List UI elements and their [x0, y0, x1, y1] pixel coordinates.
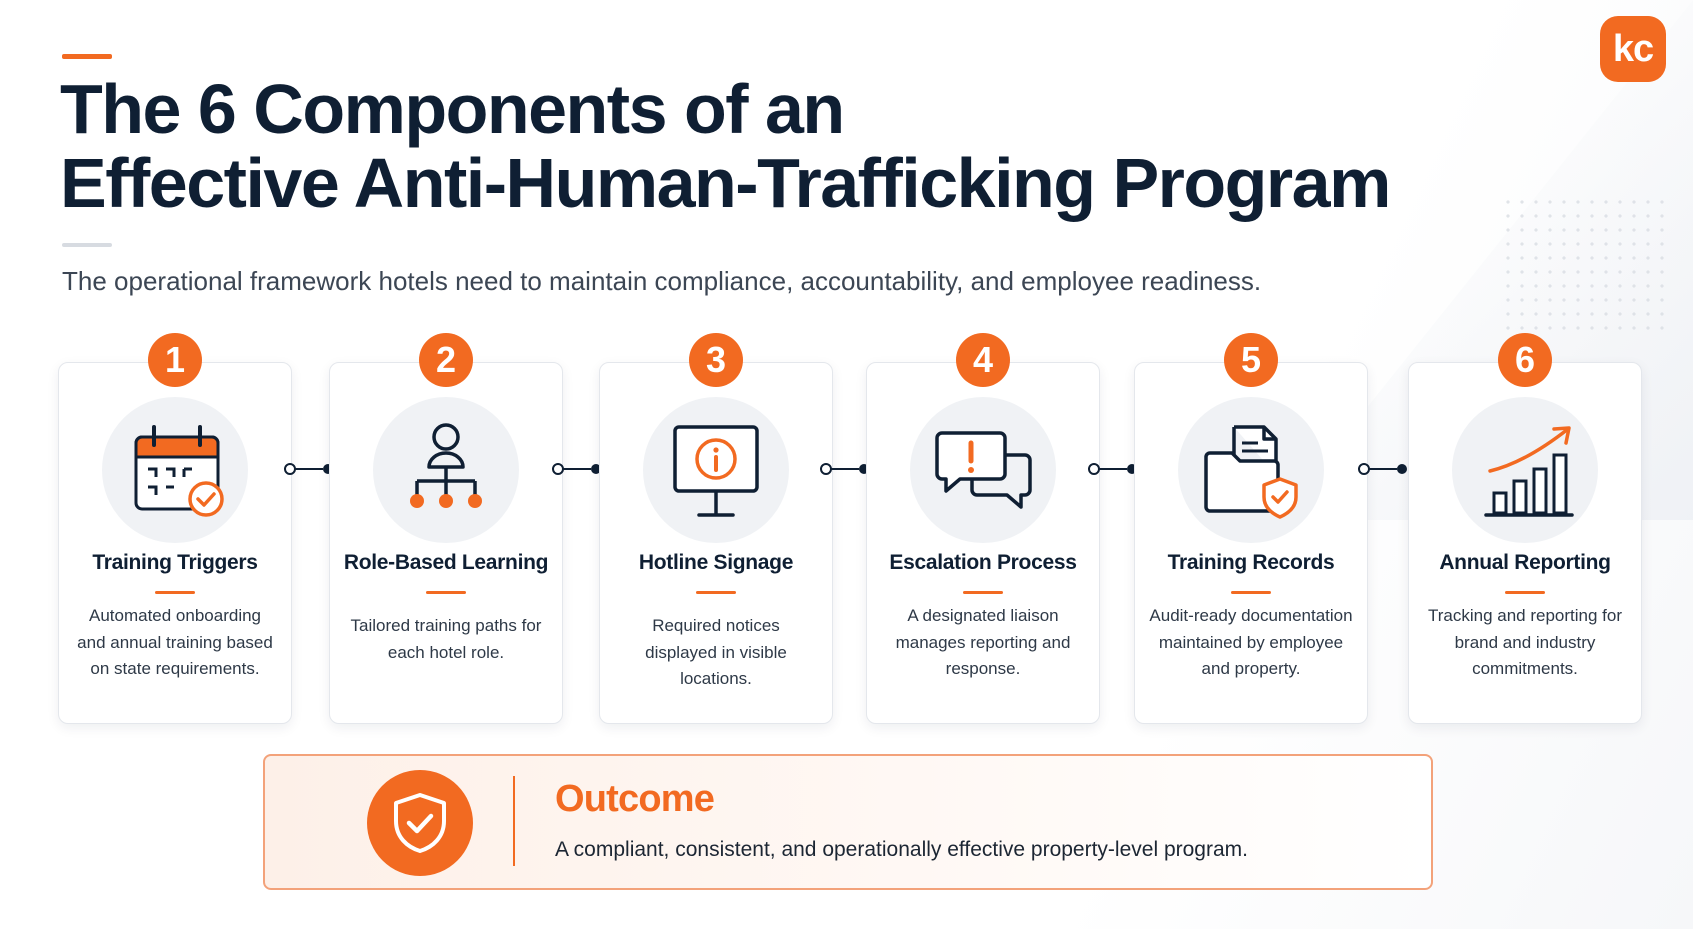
folder-shield-icon [1178, 397, 1324, 543]
component-card-3: 3 Hotline Signage Required notices displ… [599, 333, 833, 724]
step-number-badge: 1 [148, 333, 202, 387]
title-divider [62, 243, 112, 247]
brand-logo: kc [1600, 16, 1666, 82]
title-underline [963, 591, 1003, 594]
component-description: A designated liaison manages reporting a… [895, 606, 1071, 678]
component-description: Automated onboarding and annual training… [77, 606, 273, 678]
component-title: Escalation Process [889, 551, 1077, 574]
connector-2-3 [552, 462, 602, 476]
step-number-badge: 5 [1224, 333, 1278, 387]
shield-check-icon [367, 770, 473, 876]
alert-chat-icon [910, 397, 1056, 543]
info-sign-icon [643, 397, 789, 543]
component-title: Annual Reporting [1439, 551, 1611, 574]
connector-5-6 [1358, 462, 1408, 476]
outcome-text: A compliant, consistent, and operational… [555, 838, 1248, 861]
title-accent-bar [62, 54, 112, 59]
component-card-5: 5 Training Records Audit-ready documenta… [1134, 333, 1368, 724]
title-line-2: Effective Anti-Human-Trafficking Program [60, 144, 1391, 222]
title-underline [155, 591, 195, 594]
page-subtitle: The operational framework hotels need to… [62, 266, 1262, 296]
connector-3-4 [820, 462, 870, 476]
component-title: Training Records [1167, 551, 1335, 574]
component-description: Tailored training paths for each hotel r… [350, 616, 542, 662]
calendar-check-icon [102, 397, 248, 543]
growth-chart-icon [1452, 397, 1598, 543]
title-underline [696, 591, 736, 594]
outcome-banner: Outcome A compliant, consistent, and ope… [263, 754, 1433, 890]
component-card-2: 2 Role-Based Learning Tailored training … [329, 333, 563, 724]
connector-1-2 [284, 462, 334, 476]
component-title: Training Triggers [92, 551, 258, 574]
component-description: Tracking and reporting for brand and ind… [1427, 606, 1623, 678]
step-number-badge: 2 [419, 333, 473, 387]
outcome-separator [513, 776, 515, 866]
decorative-dot-grid [1501, 195, 1671, 335]
outcome-title: Outcome [555, 778, 715, 820]
connector-4-5 [1088, 462, 1138, 476]
title-underline [1231, 591, 1271, 594]
org-chart-icon [373, 397, 519, 543]
title-line-1: The 6 Components of an [60, 70, 845, 148]
title-underline [1505, 591, 1545, 594]
component-description: Audit-ready documentation maintained by … [1149, 606, 1353, 678]
step-number-badge: 3 [689, 333, 743, 387]
component-description: Required notices displayed in visible lo… [645, 616, 787, 688]
logo-text: kc [1612, 27, 1654, 70]
component-title: Hotline Signage [638, 551, 794, 574]
page-title: The 6 Components of an Effective Anti-Hu… [60, 72, 1460, 220]
component-card-4: 4 Escalation Process A designated liaiso… [866, 333, 1100, 724]
title-underline [426, 591, 466, 594]
step-number-badge: 4 [956, 333, 1010, 387]
step-number-badge: 6 [1498, 333, 1552, 387]
component-title: Role-Based Learning [343, 551, 549, 574]
component-card-1: 1 Training Triggers Automated onboarding… [58, 333, 292, 724]
component-card-6: 6 Annual Reporting Tracking and reportin… [1408, 333, 1642, 724]
